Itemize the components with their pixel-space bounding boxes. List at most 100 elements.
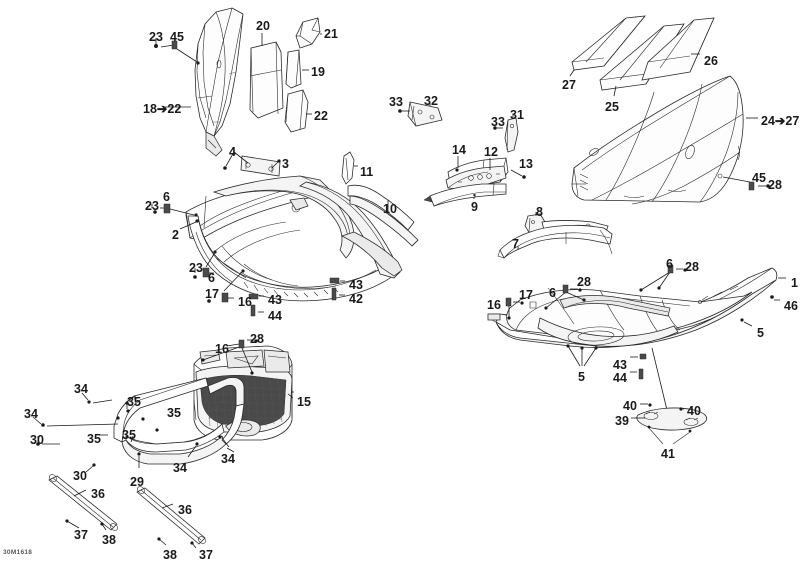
- callout-12: 12: [484, 145, 498, 159]
- callout-44: 44: [268, 309, 282, 323]
- callout-45: 45: [752, 171, 766, 185]
- callout-5: 5: [578, 370, 585, 384]
- callout-37: 37: [74, 528, 88, 542]
- part-20-panel: [249, 33, 284, 119]
- callout-8: 8: [536, 205, 543, 219]
- part-22-wedge: [284, 89, 312, 133]
- callout-19: 19: [311, 65, 325, 79]
- callout-1: 1: [791, 276, 798, 290]
- callout-22: 22: [314, 109, 328, 123]
- callout-6: 6: [666, 257, 673, 271]
- callout-36: 36: [91, 487, 105, 501]
- callout-21: 21: [324, 27, 338, 41]
- callout-32: 32: [424, 94, 438, 108]
- callout-38: 38: [163, 548, 177, 562]
- part-36-strut-right: [136, 486, 206, 549]
- callout-9: 9: [471, 200, 478, 214]
- part-24-27-side-panel: [571, 75, 770, 205]
- callout-23: 23: [149, 30, 163, 44]
- callout-18-22: 18➔22: [143, 102, 182, 116]
- callout-26: 26: [704, 54, 718, 68]
- callout-23: 23: [189, 261, 203, 275]
- callout-13: 13: [519, 157, 533, 171]
- callout-5: 5: [757, 326, 764, 340]
- part-18-22-side-panel: [194, 7, 244, 157]
- part-7-panel: [497, 224, 613, 259]
- part-39-41-plate: [631, 403, 708, 445]
- callout-33: 33: [491, 115, 505, 129]
- callout-27: 27: [562, 78, 576, 92]
- callout-45: 45: [170, 30, 184, 44]
- callout-42: 42: [349, 292, 363, 306]
- callout-43: 43: [268, 293, 282, 307]
- callout-34: 34: [74, 382, 88, 396]
- part-19-strip: [285, 49, 309, 89]
- part-27-upper-strip: [569, 15, 646, 77]
- part-2-lower-pan: [185, 175, 403, 302]
- callout-11: 11: [360, 165, 374, 179]
- callout-34: 34: [24, 407, 38, 421]
- callout-6: 6: [549, 286, 556, 300]
- callout-14: 14: [452, 143, 466, 157]
- callout-25: 25: [605, 100, 619, 114]
- callout-29: 29: [130, 475, 144, 489]
- callout-3: 3: [282, 157, 289, 171]
- callout-28: 28: [685, 260, 699, 274]
- callout-34: 34: [173, 461, 187, 475]
- callout-23: 23: [145, 199, 159, 213]
- fasteners-part-2-group: [151, 203, 345, 317]
- callout-40: 40: [687, 404, 701, 418]
- callout-39: 39: [615, 414, 629, 428]
- callout-46: 46: [784, 299, 798, 313]
- callout-16: 16: [238, 295, 252, 309]
- callout-31: 31: [510, 108, 524, 122]
- callout-35: 35: [122, 428, 136, 442]
- callout-40: 40: [623, 399, 637, 413]
- callout-37: 37: [199, 548, 213, 562]
- callout-33: 33: [389, 95, 403, 109]
- part-25-panel: [599, 23, 685, 97]
- callout-38: 38: [102, 533, 116, 547]
- callout-43: 43: [349, 278, 363, 292]
- part-3-4-bracket: [223, 151, 281, 177]
- callout-36: 36: [178, 503, 192, 517]
- callout-10: 10: [383, 202, 397, 216]
- callout-2: 2: [172, 228, 179, 242]
- callout-28: 28: [577, 275, 591, 289]
- callout-41: 41: [661, 447, 675, 461]
- callout-34: 34: [221, 452, 235, 466]
- part-10-trim: [347, 184, 419, 247]
- document-watermark: 30M1618: [3, 549, 33, 556]
- callout-17: 17: [205, 287, 219, 301]
- callout-17: 17: [519, 288, 533, 302]
- part-11-clip: [341, 151, 358, 185]
- callout-6: 6: [208, 271, 215, 285]
- part-1-running-board: [487, 264, 786, 411]
- part-21-bracket: [295, 17, 322, 49]
- callout-16: 16: [215, 342, 229, 356]
- part-36-strut-left: [48, 474, 118, 531]
- callout-28: 28: [768, 178, 782, 192]
- callout-20: 20: [256, 19, 270, 33]
- callout-44: 44: [613, 371, 627, 385]
- leaders-23-45-upper: [154, 38, 200, 108]
- callout-28: 28: [250, 332, 264, 346]
- callout-43: 43: [613, 358, 627, 372]
- callout-24-27: 24➔27: [761, 114, 800, 128]
- callout-6: 6: [163, 190, 170, 204]
- callout-15: 15: [297, 395, 311, 409]
- callout-7: 7: [512, 237, 519, 251]
- part-29-bumper: [32, 377, 245, 473]
- part-32-bracket: [398, 101, 443, 127]
- callout-4: 4: [229, 145, 236, 159]
- callout-35: 35: [127, 395, 141, 409]
- callout-30: 30: [30, 433, 44, 447]
- callout-35: 35: [87, 432, 101, 446]
- part-9-rod: [423, 183, 507, 207]
- callout-30: 30: [73, 469, 87, 483]
- callout-16: 16: [487, 298, 501, 312]
- part-26-panel: [641, 17, 715, 81]
- part-31-bracket: [493, 114, 519, 153]
